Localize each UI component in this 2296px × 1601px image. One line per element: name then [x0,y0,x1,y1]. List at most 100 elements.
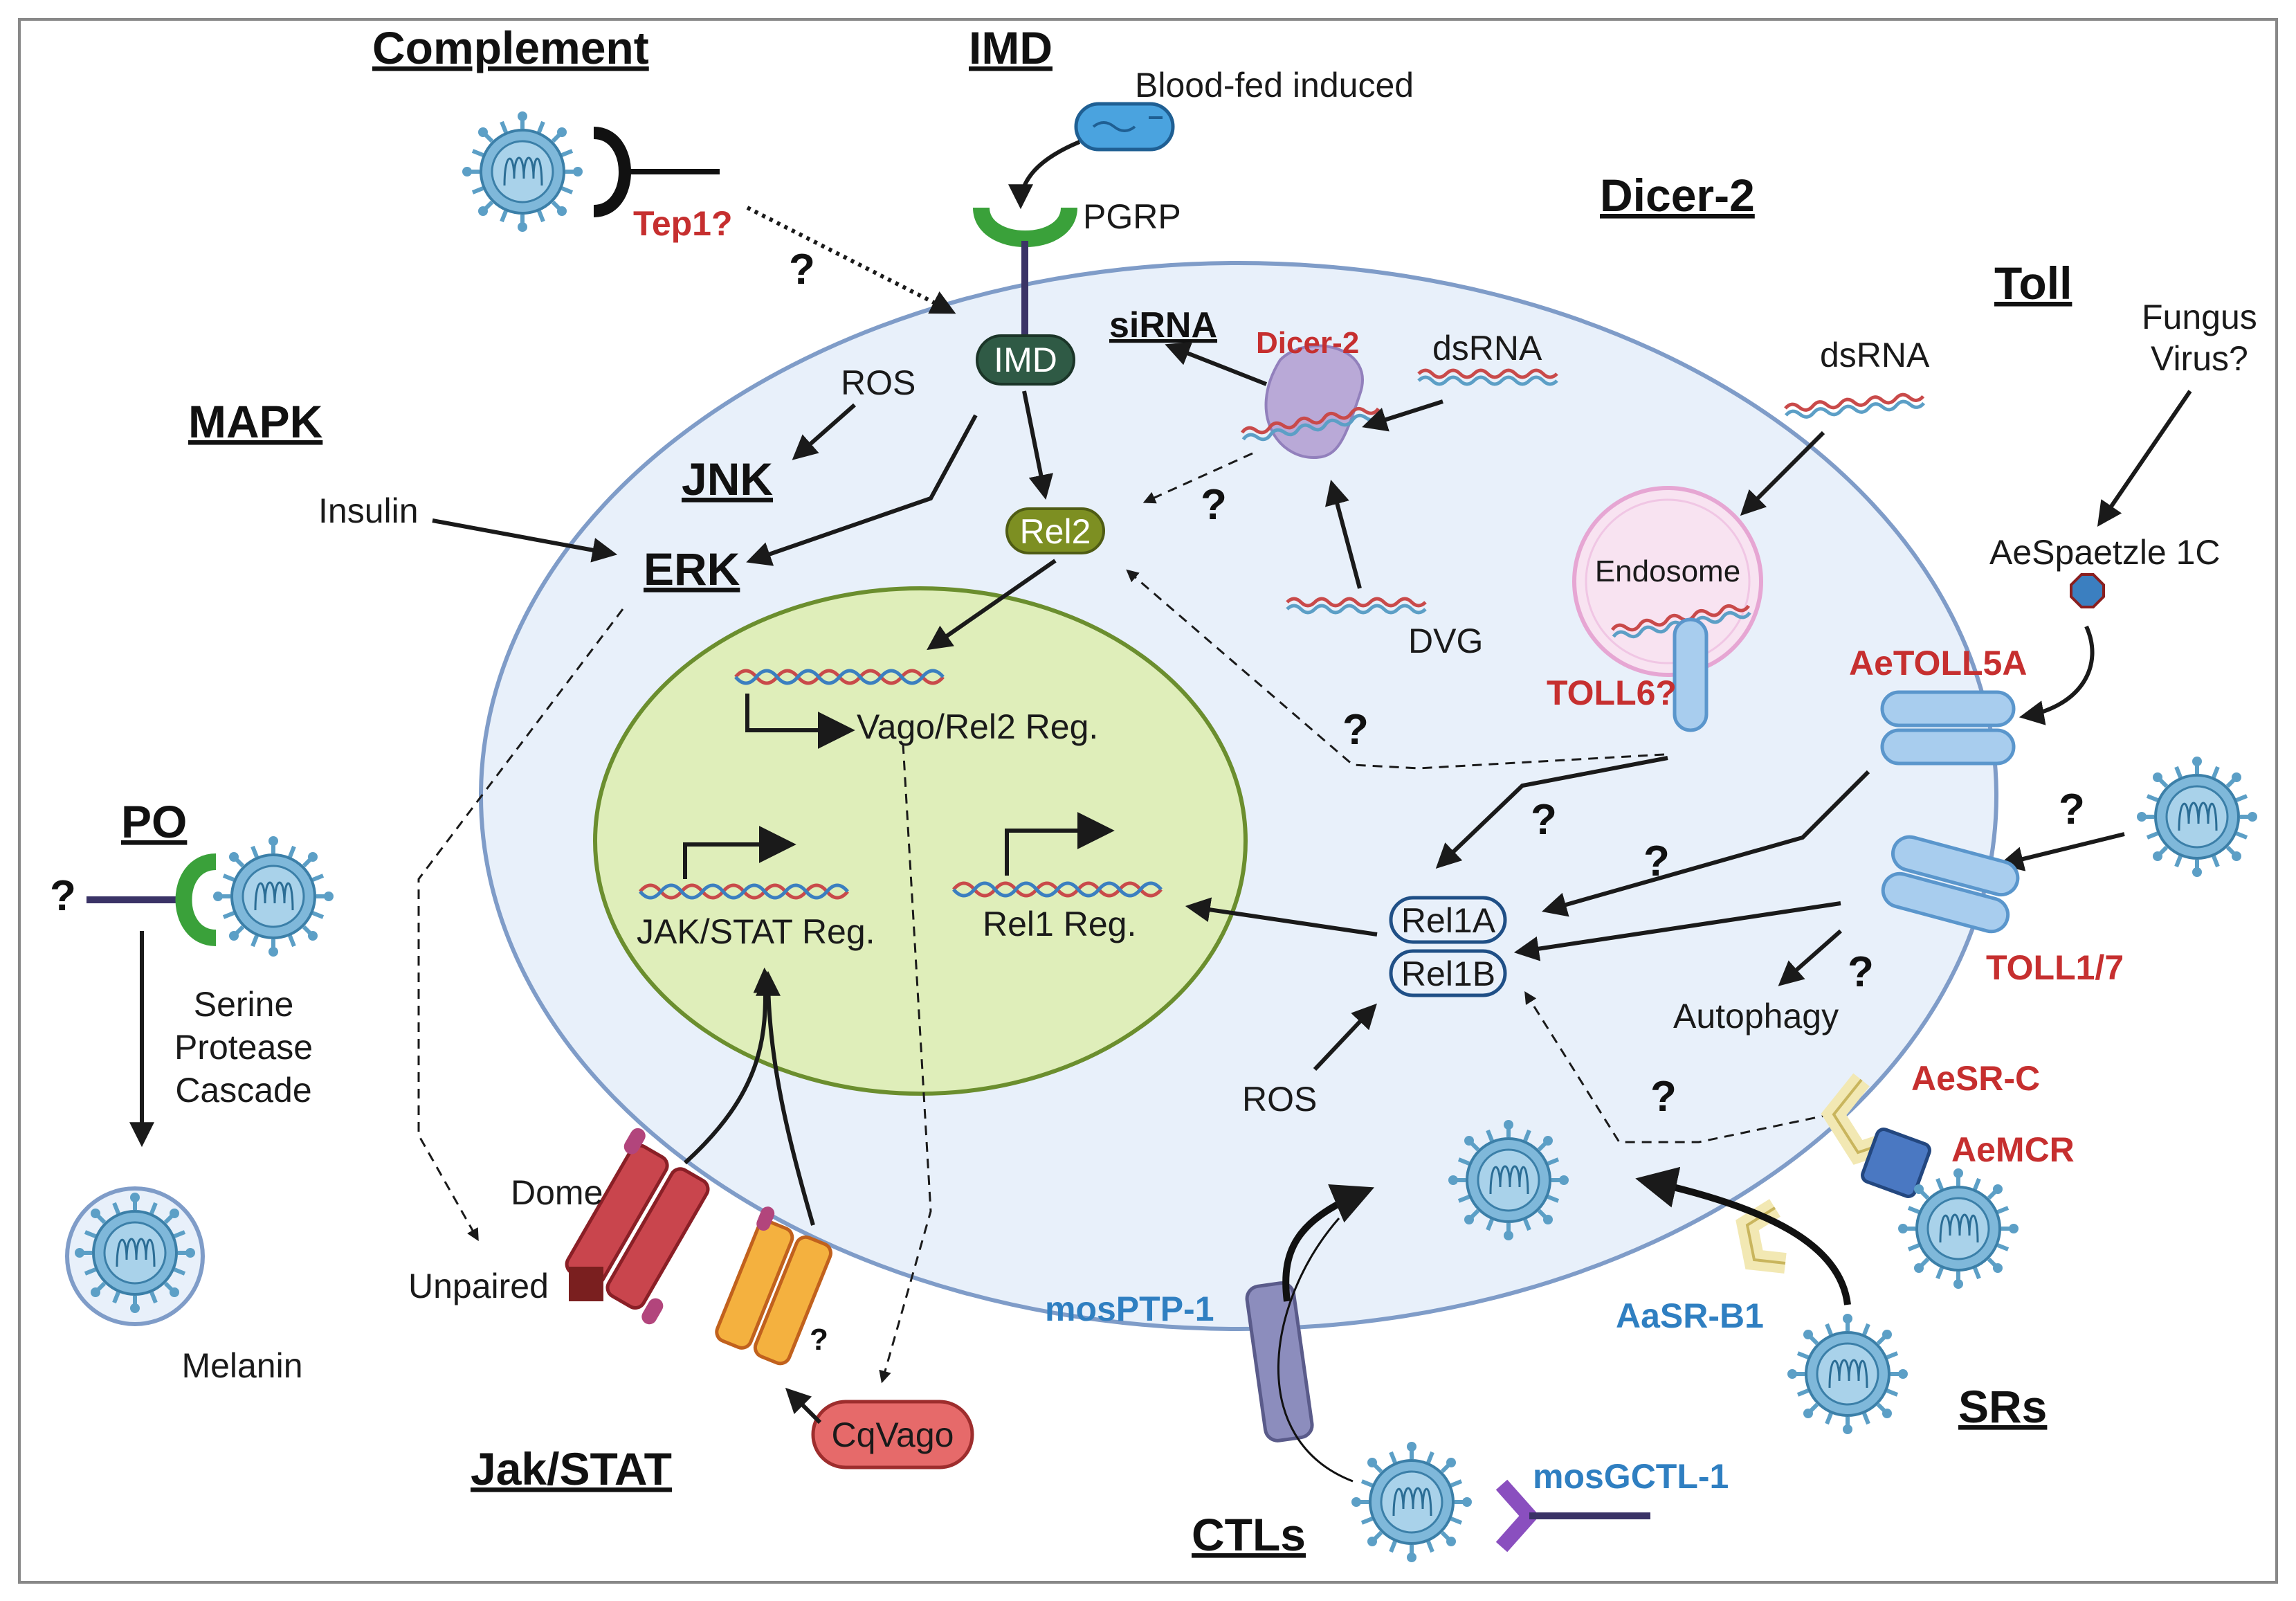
cqvago-node [811,1400,974,1469]
endosome [1572,486,1763,677]
imd-node [976,334,1075,386]
autophagy-label: Autophagy [1673,997,1839,1035]
virus-q-label: Virus? [2151,339,2248,378]
mapk-heading: MAPK [188,396,323,447]
question-mark-po: ? [50,872,76,920]
blood-fed-label: Blood-fed induced [1135,66,1414,105]
unpaired-ligand-icon [569,1267,603,1301]
sr-to-rel1-dashed [1524,991,1848,1143]
srs-heading: SRs [1958,1381,2047,1432]
dicer-to-rel2-dashed [1142,452,1253,504]
dsrna-to-dicer-arrow [1362,399,1443,432]
tep1-label: Tep1? [633,204,733,243]
po-heading: PO [121,796,187,847]
tep1-to-imd-arrow [746,206,956,314]
serine-label-line1: Serine [194,985,294,1024]
aesrc-label: AeSR-C [1911,1059,2040,1098]
toll17-receptor-icon [1881,835,2020,934]
srs-internalization-arrow [1635,1166,1851,1305]
rel2-to-vago-arrow [927,559,1057,651]
dicer-to-sirna-arrow [1165,341,1268,386]
vago-to-cqvago-dashed [879,743,932,1384]
toll6-to-rel1-arrow [1435,756,1668,869]
jnk-heading: JNK [682,453,773,505]
rel1b-node [1389,949,1507,997]
ctl-virus-icon [1351,1442,1472,1562]
melanin-label: Melanin [181,1346,302,1385]
bacterium-to-pgrp-arrow [1008,140,1081,210]
ros-to-rel1-arrow [1313,1003,1377,1071]
question-mark-7: ? [1848,948,1874,996]
unpaired-label: Unpaired [408,1267,549,1305]
aemcr-virus-icon [1898,1168,2019,1289]
jak-reg-label: JAK/STAT Reg. [637,912,875,951]
erk-to-unpaired-dashed [417,608,624,1242]
complement-virus-icon [462,111,583,232]
question-mark-9: ? [810,1323,828,1357]
bacterium-icon [1074,102,1175,152]
dsrna-dicer-label: dsRNA [1432,329,1542,368]
serine-label-line3: Cascade [175,1071,311,1110]
question-mark-5: ? [1643,838,1670,885]
fungus-label: Fungus [2142,298,2257,336]
aetoll5a-label: AeTOLL5A [1849,644,2027,682]
dicer2-enzyme-label: Dicer-2 [1256,326,1359,360]
pgrp-receptor-icon [973,206,1077,247]
question-mark-8: ? [1650,1073,1677,1121]
nucleus [593,586,1248,1096]
dome-to-jakreg-arrow [683,967,778,1165]
toll17-label: TOLL1/7 [1986,948,2124,987]
question-mark-3: ? [1531,796,1557,844]
toll6-label: TOLL6? [1547,673,1677,712]
dsrna-to-endosome-arrow [1740,431,1825,516]
cqvago-to-receptor-arrow [785,1387,822,1424]
po-receptor-icon [175,853,217,946]
rel1b-label: Rel1B [1401,955,1495,993]
insulin-to-erk-arrow [432,518,618,563]
toll17-virus-icon [2137,757,2257,877]
srs-virus-icon [1787,1314,1908,1434]
dsrna-toll-icon [1785,393,1924,419]
imd-to-rel2-arrow [1022,390,1054,500]
ros-to-jnk-arrow [792,403,856,460]
question-mark-2: ? [1201,481,1227,529]
rel1-reg-label: Rel1 Reg. [983,905,1136,943]
rel1a-node [1389,896,1507,944]
toll17-to-rel1-arrow [1513,901,1841,961]
vago-receptor-icon [715,1206,832,1366]
imd-to-erk-arrow [746,414,978,566]
toll5a-to-rel1-arrow [1542,770,1870,917]
complement-heading: Complement [372,22,649,73]
question-mark-1: ? [789,246,815,293]
question-mark-4: ? [1342,706,1369,754]
rel1-transcription-arrow [1005,812,1115,876]
fungus-to-spaetzle-arrow [2097,390,2192,527]
dvg-to-dicer-arrow [1325,480,1362,589]
insulin-label: Insulin [318,491,419,530]
jakstat-heading: Jak/STAT [471,1443,672,1494]
toll6-receptor-icon [1673,617,1709,732]
jak-transcription-arrow [683,826,796,879]
aemcr-receptor-icon [1861,1128,1931,1198]
imd-heading: IMD [969,22,1053,73]
melanin-virus-icon [75,1193,195,1313]
rel2-node [1005,507,1105,554]
figure-frame [18,18,2278,1584]
erk-heading: ERK [644,543,740,595]
dvg-label: DVG [1408,622,1483,660]
imd-node-label: IMD [994,341,1057,379]
tep1-receptor-icon [593,127,631,217]
spaetzle-to-toll5a-arrow [2019,625,2095,725]
toll17-to-autophagy-arrow [1778,929,1842,986]
sirna-heading: siRNA [1109,305,1217,345]
spaetzle-label: AeSpaetzle 1C [1989,533,2221,572]
rel2-node-label: Rel2 [1020,512,1091,551]
spaetzle-icon [2070,573,2105,608]
aetoll5a-receptor-icon [1880,690,2016,766]
ctl-tether-line [1277,1218,1354,1483]
ctls-heading: CTLs [1192,1509,1306,1560]
ros-bottom-label: ROS [1242,1080,1317,1119]
aasrb1-label: AaSR-B1 [1616,1296,1764,1335]
ctl-internalization-arrow [1282,1184,1375,1302]
